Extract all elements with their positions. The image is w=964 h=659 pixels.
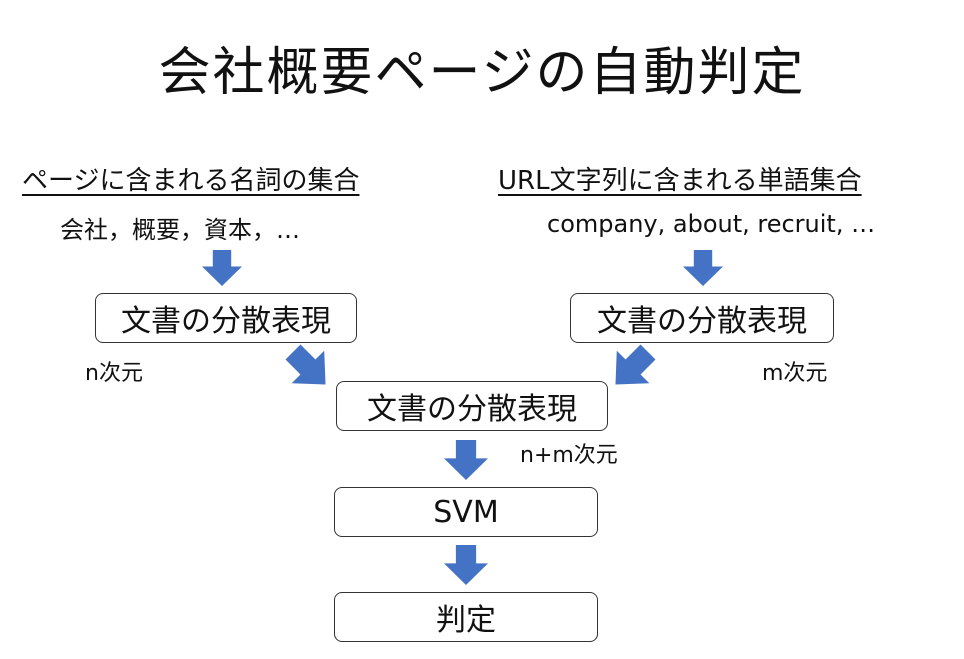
merged-embedding-box: 文書の分散表現 xyxy=(336,381,608,431)
arrow-left-terms-to-embedding xyxy=(202,250,242,286)
left-dimension-label: n次元 xyxy=(85,361,143,386)
arrow-svm-to-result xyxy=(444,545,488,585)
svm-box: SVM xyxy=(334,487,598,537)
left-terms: 会社，概要，資本，… xyxy=(60,216,300,244)
left-embedding-box: 文書の分散表現 xyxy=(95,293,357,343)
merged-dimension-label: n+m次元 xyxy=(520,443,618,468)
arrow-right-terms-to-embedding xyxy=(683,250,723,286)
arrow-left-to-merged xyxy=(285,344,326,385)
right-dimension-label: m次元 xyxy=(762,361,828,386)
arrow-merged-to-svm xyxy=(444,440,488,480)
arrow-right-to-merged xyxy=(615,344,656,385)
left-heading: ページに含まれる名詞の集合 xyxy=(22,166,360,196)
page-title: 会社概要ページの自動判定 xyxy=(158,43,806,103)
right-terms: company, about, recruit, … xyxy=(547,210,876,238)
right-heading: URL文字列に含まれる単語集合 xyxy=(498,166,862,196)
right-embedding-box: 文書の分散表現 xyxy=(570,293,834,343)
result-box: 判定 xyxy=(334,592,598,642)
